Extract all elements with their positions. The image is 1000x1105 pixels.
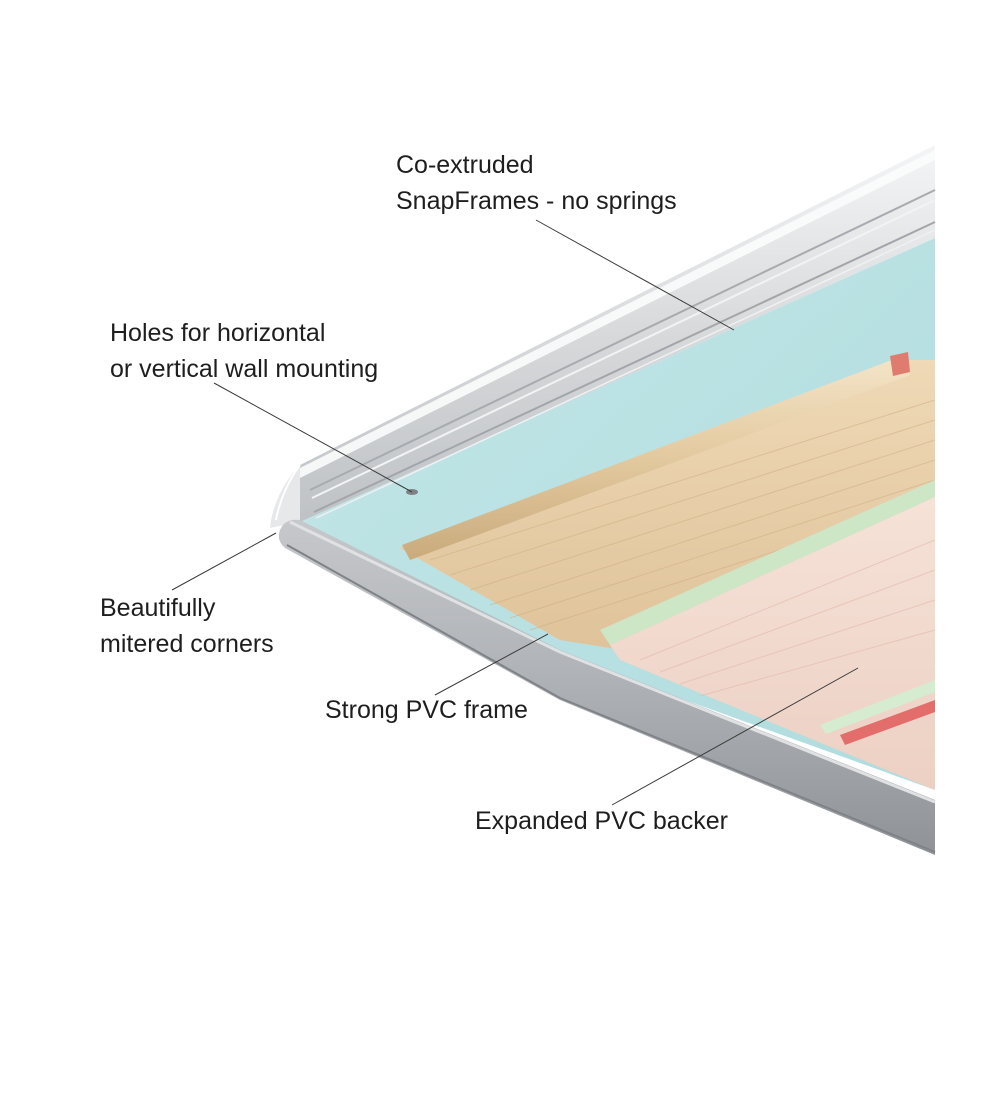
leader-coextruded	[535, 219, 735, 331]
callout-backer-line1: Expanded PVC backer	[475, 807, 728, 835]
stripe-green-2	[820, 680, 935, 734]
callout-coextruded: Co-extruded SnapFrames - no springs	[396, 147, 677, 219]
callout-pvc-frame-line1: Strong PVC frame	[325, 696, 528, 724]
callout-mitered: Beautifully mitered corners	[100, 590, 274, 662]
callout-coextruded-line1: Co-extruded	[396, 151, 534, 179]
poster-area	[300, 238, 935, 790]
paper-roll-end	[890, 352, 910, 376]
paper-roll	[402, 355, 910, 560]
paper-texture-pink	[639, 539, 935, 697]
callout-pvc-frame: Strong PVC frame	[325, 692, 528, 728]
callout-holes-line2: or vertical wall mounting	[110, 355, 379, 383]
leader-holes	[213, 382, 413, 493]
stripe-red	[840, 700, 935, 745]
leader-pvc-frame	[434, 633, 549, 696]
callout-mitered-line1: Beautifully	[100, 594, 216, 622]
leader-lines	[171, 219, 859, 806]
callout-mitered-line2: mitered corners	[100, 630, 274, 658]
callout-coextruded-line2: SnapFrames - no springs	[396, 187, 677, 215]
front-frame-rail	[278, 519, 936, 855]
stripe-green	[600, 480, 935, 645]
mitered-corner	[270, 465, 300, 528]
callout-holes-line1: Holes for horizontal	[110, 319, 326, 347]
callout-holes: Holes for horizontal or vertical wall mo…	[110, 315, 378, 387]
top-frame-rail	[300, 145, 936, 522]
callout-backer: Expanded PVC backer	[475, 803, 728, 839]
leader-mitered	[171, 532, 277, 591]
leader-backer	[611, 667, 859, 806]
